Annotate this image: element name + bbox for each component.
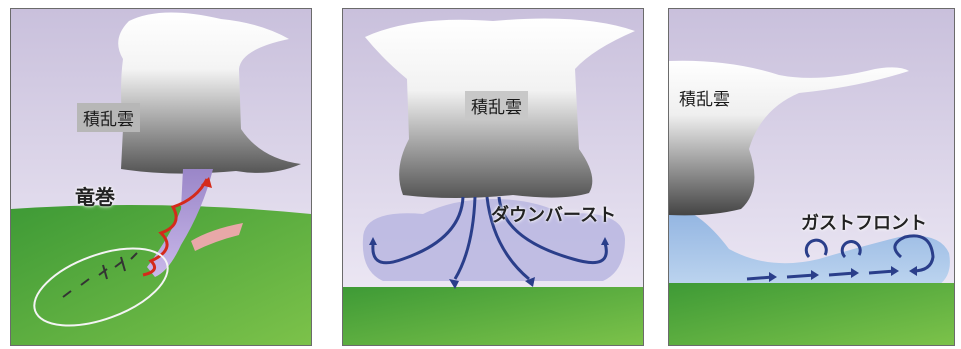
downburst-arrows	[371, 196, 608, 281]
cumulonimbus-cloud	[118, 12, 301, 174]
gust-circulation-arrows	[804, 234, 935, 273]
downburst-panel: 積乱雲 ダウンバースト	[342, 8, 644, 346]
tornado-illustration	[11, 9, 311, 345]
movement-arrow	[191, 223, 243, 251]
gust-front-panel: 積乱雲 ガストフロント	[668, 8, 955, 346]
outflow-arrowheads	[769, 266, 917, 282]
ground	[343, 287, 643, 345]
tornado-panel: 積乱雲 竜巻	[10, 8, 312, 346]
cumulonimbus-label: 積乱雲	[465, 91, 528, 120]
cumulonimbus-label: 積乱雲	[77, 103, 140, 132]
rotation-arrowhead	[201, 177, 212, 188]
damage-area-ellipse	[33, 247, 169, 327]
rotation-arrow	[142, 178, 209, 277]
cold-outflow	[669, 205, 950, 285]
cumulonimbus-cloud	[669, 60, 909, 216]
gust-front-label: ガストフロント	[801, 213, 927, 234]
ground	[11, 205, 311, 345]
tornado-label: 竜巻	[75, 185, 115, 209]
downburst-label: ダウンバースト	[491, 205, 617, 226]
gust-front-illustration	[669, 9, 954, 345]
downburst-illustration	[343, 9, 643, 345]
damage-path-marks	[62, 252, 138, 298]
downburst-air-mass	[362, 199, 625, 281]
downburst-arrowheads	[369, 237, 609, 289]
tornado-funnel	[147, 169, 213, 277]
outflow-arrows	[746, 269, 896, 281]
cumulonimbus-label: 積乱雲	[679, 90, 730, 110]
ground	[669, 283, 954, 345]
